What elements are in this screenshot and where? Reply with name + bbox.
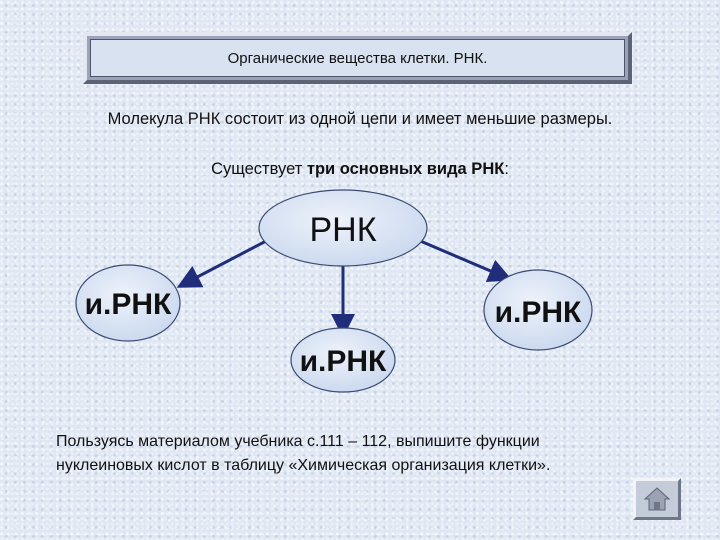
node-child-right-label: и.РНК bbox=[495, 296, 582, 329]
node-child-left-label: и.РНК bbox=[85, 288, 172, 321]
task-text: Пользуясь материалом учебника с.111 – 11… bbox=[56, 430, 696, 478]
node-rna-root-label: РНК bbox=[309, 211, 376, 249]
types-text-bold: три основных вида РНК bbox=[306, 160, 505, 178]
task-text-line1: Пользуясь материалом учебника с.111 – 11… bbox=[56, 433, 540, 450]
node-child-right bbox=[483, 269, 593, 351]
intro-text: Молекула РНК состоит из одной цепи и име… bbox=[107, 110, 613, 128]
title-frame: Органические вещества клетки. РНК. bbox=[83, 32, 632, 84]
types-text-suffix: : bbox=[504, 160, 509, 178]
arrow-right bbox=[417, 238, 513, 282]
home-icon bbox=[643, 487, 671, 511]
home-button[interactable] bbox=[633, 478, 681, 520]
types-text: Существует три основных вида РНК: bbox=[0, 160, 720, 179]
slide-title: Органические вещества клетки. РНК. bbox=[90, 39, 625, 77]
arrow-left bbox=[176, 238, 269, 288]
node-child-center-label: и.РНК bbox=[300, 345, 387, 378]
node-rna-root bbox=[258, 189, 428, 267]
types-text-prefix: Существует bbox=[211, 160, 307, 178]
node-child-left bbox=[75, 264, 181, 342]
task-text-line2: нуклеиновых кислот в таблицу «Химическая… bbox=[56, 457, 551, 474]
node-child-center bbox=[290, 327, 396, 393]
